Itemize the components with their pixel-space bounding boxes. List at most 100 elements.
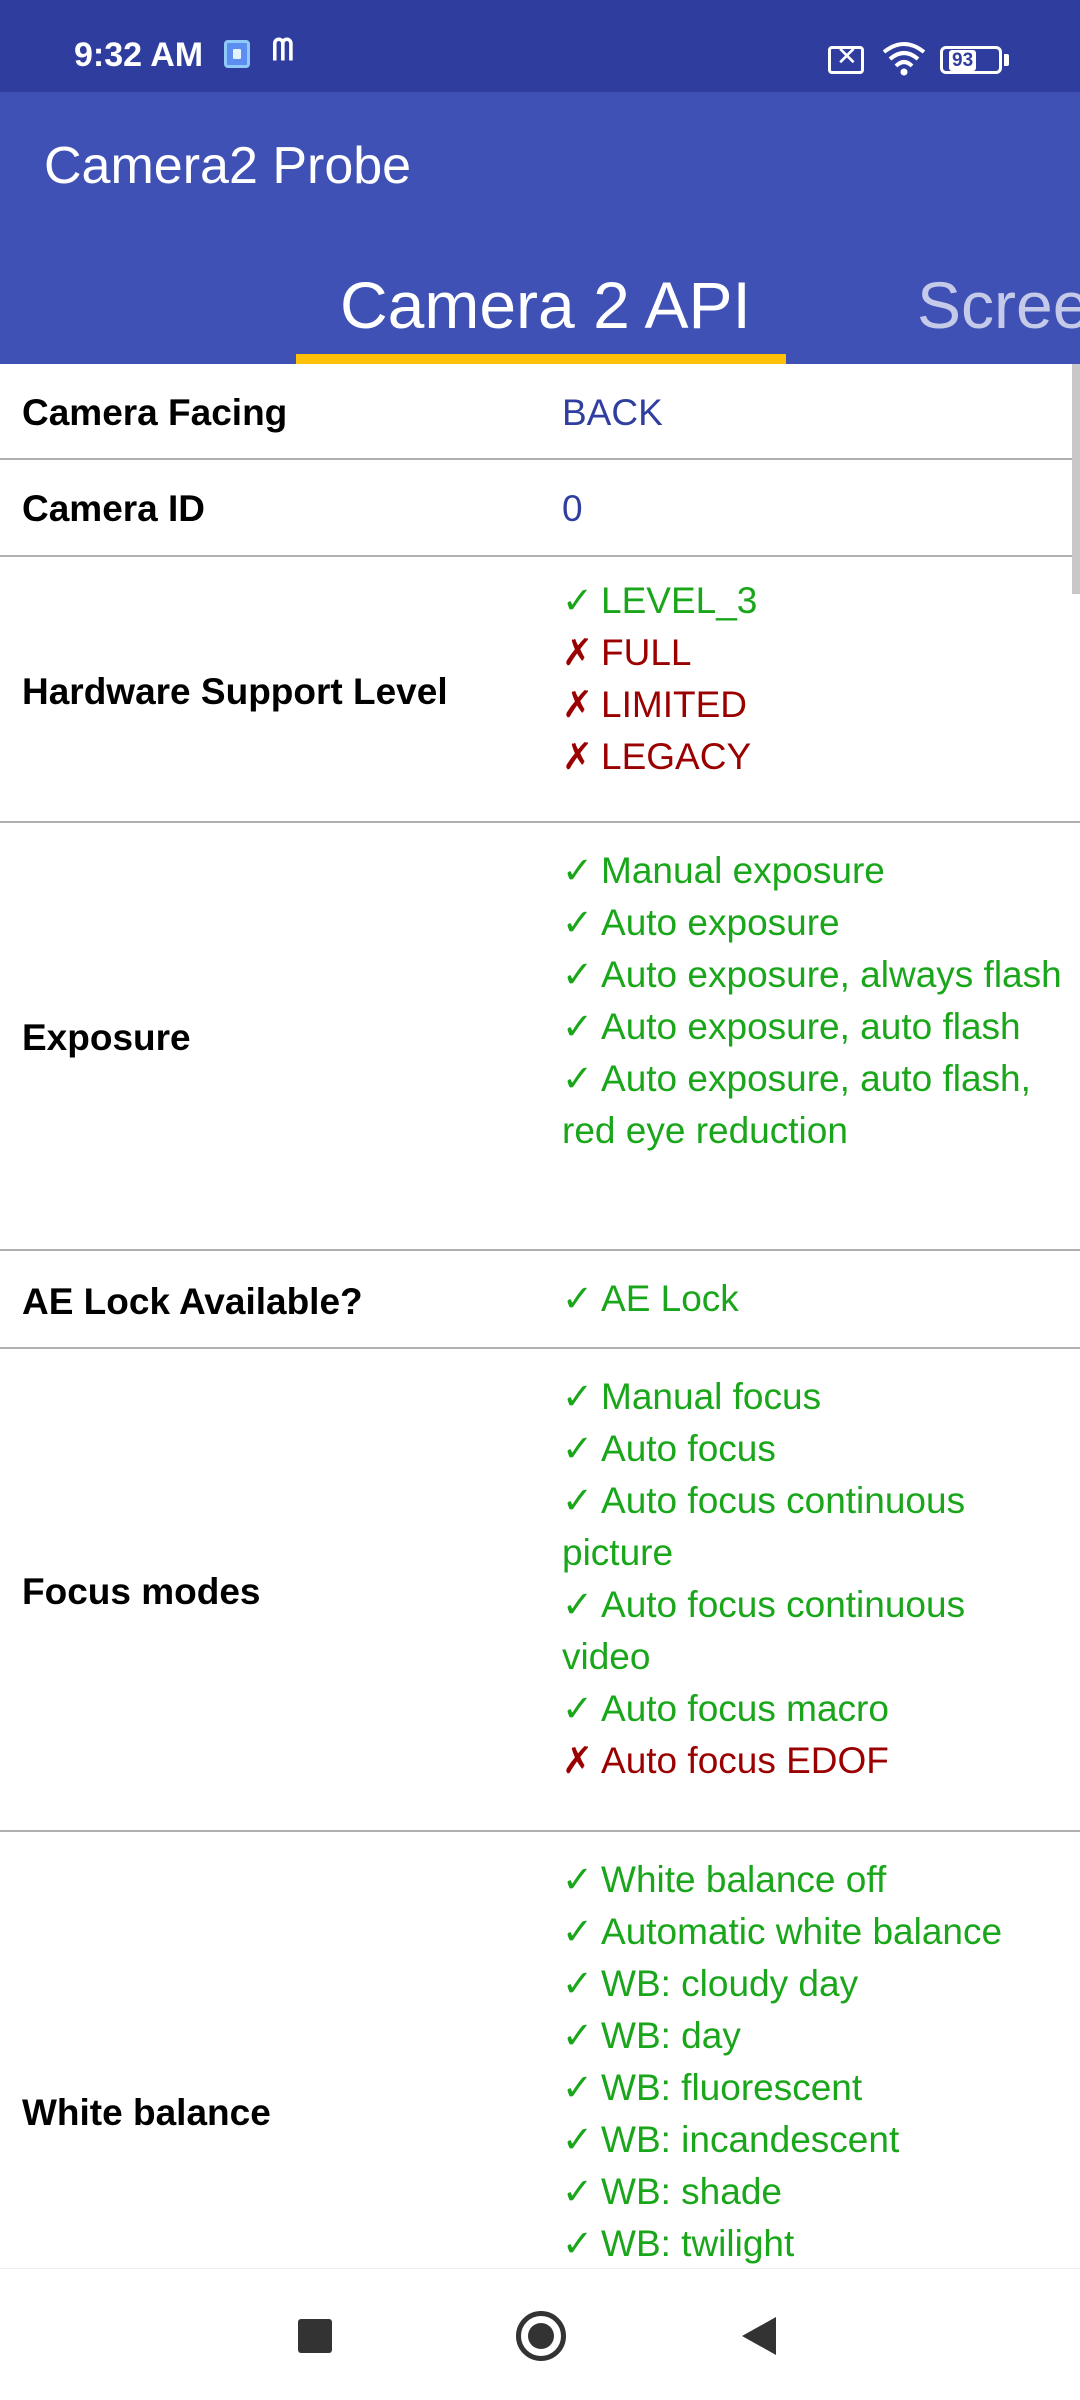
battery-level: 93 <box>949 50 977 71</box>
row-label: White balance <box>22 2092 271 2133</box>
no-sim-icon: ✕ <box>828 43 864 74</box>
cross-icon: ✗ <box>562 1740 594 1781</box>
check-icon: ✓ <box>562 2119 594 2160</box>
tab-bar: Camera 2 API Scree <box>0 242 1080 364</box>
capability-label: Auto exposure, always flash <box>601 954 1062 995</box>
capability-label: WB: twilight <box>601 2223 795 2264</box>
wifi-icon <box>882 42 926 76</box>
capability-label: Auto exposure <box>601 902 840 943</box>
check-icon: ✓ <box>562 1688 594 1729</box>
check-icon: ✓ <box>562 1428 594 1469</box>
capability-label: Manual focus <box>601 1376 822 1417</box>
capability-item: ✓WB: fluorescent <box>562 2062 1062 2114</box>
cross-icon: ✗ <box>562 736 594 777</box>
row-values: ✓AE Lock <box>562 1273 1062 1325</box>
capability-item: ✓Auto exposure, always flash <box>562 949 1062 1001</box>
navigation-bar <box>0 2268 1080 2400</box>
check-icon: ✓ <box>562 1963 594 2004</box>
capability-label: LEVEL_3 <box>601 580 758 621</box>
check-icon: ✓ <box>562 902 594 943</box>
sim-icon <box>224 40 250 68</box>
table-row: Camera ID 0 <box>0 460 1080 557</box>
capability-label: WB: incandescent <box>601 2119 900 2160</box>
capability-item: ✓Auto focus continuous video <box>562 1579 1062 1683</box>
table-row: AE Lock Available? ✓AE Lock <box>0 1251 1080 1349</box>
capability-item: ✓Manual focus <box>562 1371 1062 1423</box>
capability-label: WB: shade <box>601 2171 782 2212</box>
capability-item: ✗Auto focus EDOF <box>562 1735 1062 1787</box>
capability-label: LIMITED <box>601 684 747 725</box>
check-icon: ✓ <box>562 1278 594 1319</box>
capability-item: ✓LEVEL_3 <box>562 575 1062 627</box>
row-label: AE Lock Available? <box>22 1281 363 1322</box>
capability-item: ✓White balance off <box>562 1854 1062 1906</box>
check-icon: ✓ <box>562 1058 594 1099</box>
tab-camera-2-api[interactable]: Camera 2 API <box>340 268 751 342</box>
check-icon: ✓ <box>562 2223 594 2264</box>
capability-label: Auto focus EDOF <box>601 1740 889 1781</box>
capability-label: Manual exposure <box>601 850 885 891</box>
row-value: BACK <box>562 392 663 433</box>
status-bar: 9:32 AM ᗰ ✕ 93 <box>0 0 1080 92</box>
capability-label: FULL <box>601 632 692 673</box>
capability-item: ✓WB: shade <box>562 2166 1062 2218</box>
check-icon: ✓ <box>562 954 594 995</box>
capability-item: ✗FULL <box>562 627 1062 679</box>
capability-item: ✗LEGACY <box>562 731 1062 783</box>
back-button[interactable] <box>742 2317 776 2355</box>
row-label: Focus modes <box>22 1571 261 1612</box>
row-value: 0 <box>562 488 583 529</box>
row-label: Exposure <box>22 1017 191 1058</box>
check-icon: ✓ <box>562 1584 594 1625</box>
row-label: Camera ID <box>22 488 206 529</box>
table-row: White balance ✓White balance off✓Automat… <box>0 1832 1080 2268</box>
capability-label: WB: cloudy day <box>601 1963 859 2004</box>
app-bar: Camera2 Probe <box>0 92 1080 242</box>
capability-item: ✓Auto exposure, auto flash, red eye redu… <box>562 1053 1062 1157</box>
capability-item: ✓Manual exposure <box>562 845 1062 897</box>
tab-screen[interactable]: Scree <box>917 268 1080 342</box>
check-icon: ✓ <box>562 1376 594 1417</box>
row-values: ✓LEVEL_3✗FULL✗LIMITED✗LEGACY <box>562 575 1062 783</box>
scrollbar[interactable] <box>1072 364 1080 594</box>
check-icon: ✓ <box>562 2067 594 2108</box>
capability-label: Auto exposure, auto flash <box>601 1006 1021 1047</box>
table-row: Focus modes ✓Manual focus✓Auto focus✓Aut… <box>0 1349 1080 1832</box>
capability-item: ✓Auto exposure, auto flash <box>562 1001 1062 1053</box>
capability-item: ✓WB: cloudy day <box>562 1958 1062 2010</box>
capability-label: Auto focus <box>601 1428 776 1469</box>
tab-indicator <box>296 354 786 364</box>
row-label: Camera Facing <box>22 392 288 433</box>
row-label: Hardware Support Level <box>22 671 448 712</box>
home-button[interactable] <box>516 2311 566 2361</box>
capability-item: ✓WB: twilight <box>562 2218 1062 2268</box>
status-time: 9:32 AM <box>74 36 204 74</box>
capability-item: ✓Auto focus macro <box>562 1683 1062 1735</box>
capability-label: Auto focus continuous video <box>562 1584 966 1677</box>
battery-icon: 93 <box>940 46 1002 74</box>
check-icon: ✓ <box>562 580 594 621</box>
check-icon: ✓ <box>562 2015 594 2056</box>
capability-label: Auto exposure, auto flash, red eye reduc… <box>562 1058 1031 1151</box>
malwarebytes-icon: ᗰ <box>272 34 294 67</box>
table-row: Hardware Support Level ✓LEVEL_3✗FULL✗LIM… <box>0 557 1080 823</box>
capability-item: ✓AE Lock <box>562 1273 1062 1325</box>
battery-tip <box>1004 54 1009 66</box>
check-icon: ✓ <box>562 1006 594 1047</box>
capability-label: White balance off <box>601 1859 887 1900</box>
capability-label: LEGACY <box>601 736 752 777</box>
check-icon: ✓ <box>562 1480 594 1521</box>
capability-label: WB: fluorescent <box>601 2067 863 2108</box>
recents-button[interactable] <box>298 2319 332 2353</box>
capability-item: ✗LIMITED <box>562 679 1062 731</box>
row-values: ✓White balance off✓Automatic white balan… <box>562 1854 1062 2268</box>
capability-item: ✓Auto focus <box>562 1423 1062 1475</box>
row-values: ✓Manual focus✓Auto focus✓Auto focus cont… <box>562 1371 1062 1787</box>
capability-label: WB: day <box>601 2015 741 2056</box>
capability-item: ✓Auto exposure <box>562 897 1062 949</box>
check-icon: ✓ <box>562 1859 594 1900</box>
check-icon: ✓ <box>562 1911 594 1952</box>
capability-item: ✓Auto focus continuous picture <box>562 1475 1062 1579</box>
capability-label: Auto focus macro <box>601 1688 889 1729</box>
camera-properties-list[interactable]: Camera Facing BACK Camera ID 0 Hardware … <box>0 364 1080 2268</box>
